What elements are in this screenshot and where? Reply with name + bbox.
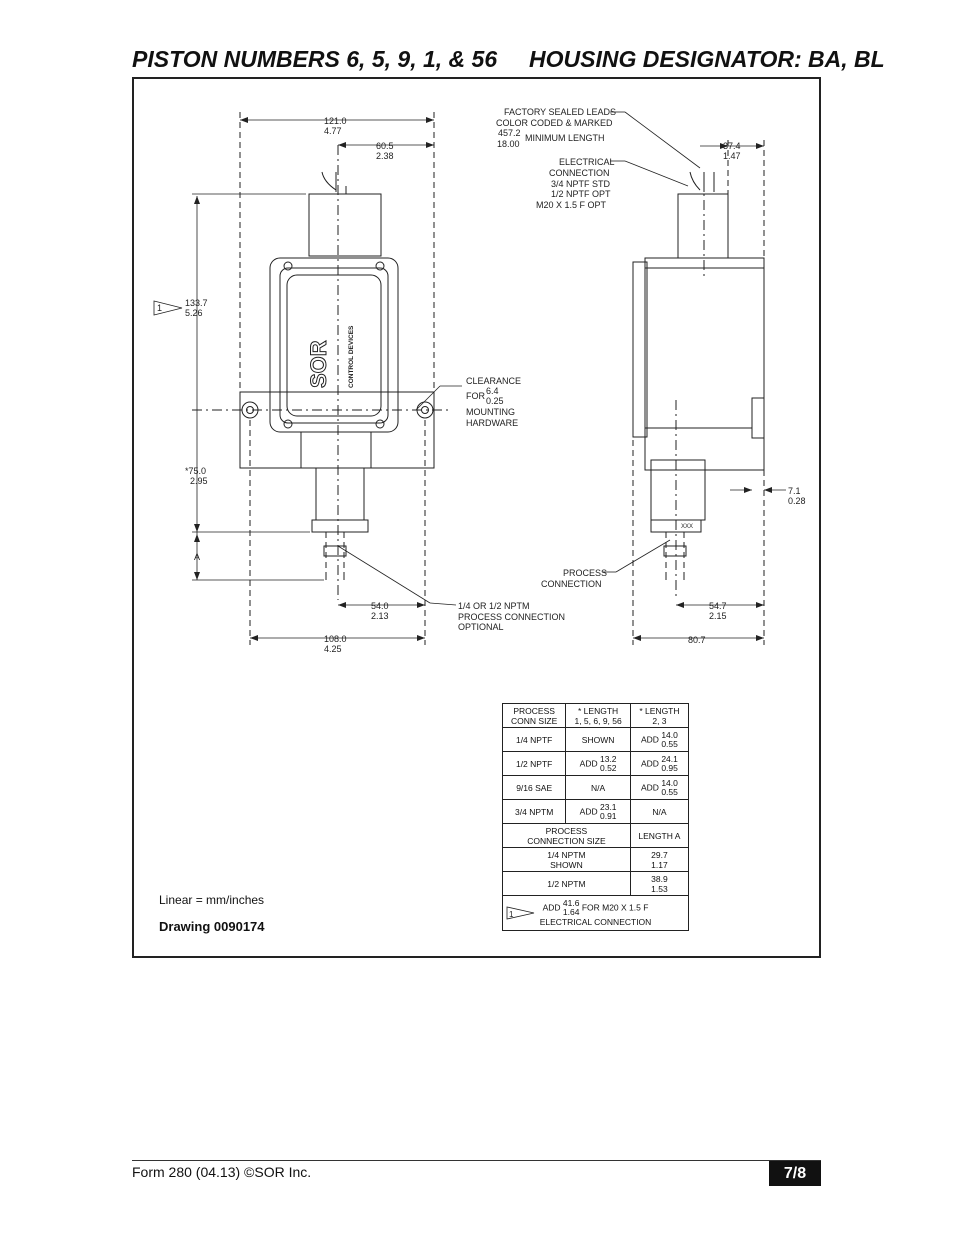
footer-rule [132,1160,821,1161]
dim-lower-in: 2.95 [190,476,208,486]
callout-hardware: HARDWARE [466,418,518,428]
dim-side-top-mm: 37.4 [723,141,741,151]
dim-side-top-in: 1.47 [723,151,741,161]
dim-mount-width-mm: 108.0 [324,634,347,644]
side-socket [650,459,706,521]
callout-elec-5: M20 X 1.5 F OPT [536,200,607,210]
callout-leads-3: MINIMUM LENGTH [525,133,605,143]
callout-mounting: MOUNTING [466,407,515,417]
dim-half-width-mm: 60.5 [376,141,394,151]
dim-a: A [194,552,200,562]
dim-side-conn-in: 2.15 [709,611,727,621]
callout-clearance-in: 0.25 [486,396,504,406]
drawing-frame [132,77,821,958]
dim-height-in: 5.26 [185,308,203,318]
page-number: 7/8 [769,1161,821,1186]
front-housing [269,257,399,433]
dim-height-mm: 133.7 [185,298,208,308]
dim-lower-mm: *75.0 [185,466,206,476]
side-label: XXX [681,524,693,530]
dim-side-depth-mm: 80.7 [688,635,706,645]
flag-number: 1 [157,303,162,313]
front-conduit [308,193,382,257]
dim-side-ext-in: 0.28 [788,496,806,506]
callout-leads-in: 18.00 [497,139,520,149]
front-socket [315,467,365,521]
dim-side-ext-mm: 7.1 [788,486,801,496]
dim-conn-offset-mm: 54.0 [371,601,389,611]
dim-side-conn-mm: 54.7 [709,601,727,611]
svg-text:1: 1 [509,910,514,919]
callout-proc-2: PROCESS CONNECTION [458,612,565,622]
callout-elec-1: ELECTRICAL [559,157,615,167]
table-cell: 1/2 NPTM [502,871,631,896]
callout-clearance: CLEARANCE [466,376,521,386]
dim-overall-width-mm: 121.0 [324,116,347,126]
callout-proc-1: 1/4 OR 1/2 NPTM [458,601,530,611]
table-cell: 1/2 NPTF [501,751,567,776]
units-note: Linear = mm/inches [159,893,265,907]
table-cell: 9/16 SAE [501,775,567,800]
page-title-left: PISTON NUMBERS 6, 5, 9, 1, & 56 [132,46,498,72]
callout-clearance-for: FOR [466,391,485,401]
table-cell: SHOWN [565,727,631,752]
logo-sor: SOR [306,340,331,388]
table-cell: 1/4 NPTF [501,727,567,752]
callout-proc-3: OPTIONAL [458,622,504,632]
dim-overall-width-in: 4.77 [324,126,342,136]
flag-triangle-icon: 1 [506,906,535,920]
side-housing [644,257,765,471]
callout-leads-1: FACTORY SEALED LEADS [504,107,616,117]
dim-mount-width-in: 4.25 [324,644,342,654]
callout-leads-mm: 457.2 [498,128,521,138]
page-title-right: HOUSING DESIGNATOR: BA, BL [529,46,885,72]
footer-form: Form 280 (04.13) ©SOR Inc. [132,1164,312,1180]
dim-half-width-in: 2.38 [376,151,394,161]
table-cell: LENGTH A [629,823,690,848]
callout-leads-2: COLOR CODED & MARKED [496,118,613,128]
callout-elec-2: CONNECTION [549,168,610,178]
callout-elec-3: 3/4 NPTF STD [551,179,611,189]
callout-elec-4: 1/2 NPTF OPT [551,189,611,199]
logo-control-devices: CONTROL DEVICES [348,325,355,388]
table-cell: 3/4 NPTM [501,799,567,824]
callout-pconn-2: CONNECTION [541,579,602,589]
table-cell: N/A [629,799,690,824]
mounting-plate [239,391,435,469]
callout-clearance-mm: 6.4 [486,386,499,396]
callout-pconn-1: PROCESS [563,568,607,578]
drawing-number: Drawing 0090174 [159,919,265,934]
table-cell: N/A [565,775,631,800]
side-conduit [677,193,729,259]
dim-conn-offset-in: 2.13 [371,611,389,621]
